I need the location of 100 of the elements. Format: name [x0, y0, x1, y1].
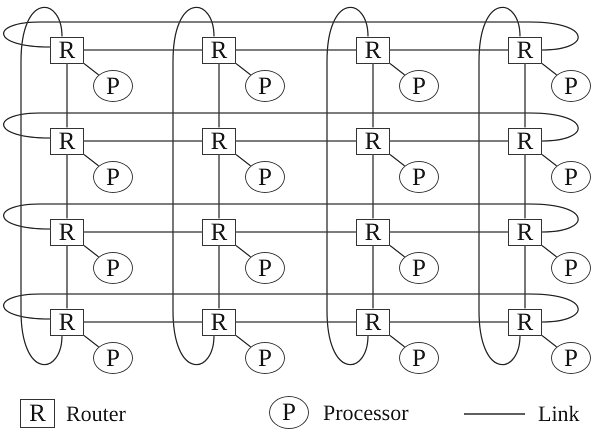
link-line — [524, 64, 526, 128]
processor-circle — [245, 161, 285, 193]
link-line — [390, 140, 508, 142]
router-label: R — [58, 310, 76, 334]
processor-link — [236, 154, 251, 166]
link-line — [372, 64, 374, 128]
router-label: R — [58, 220, 76, 244]
wraparound-link — [478, 7, 521, 365]
link-line — [372, 154, 374, 218]
link-line — [390, 321, 508, 323]
link-line — [66, 154, 68, 218]
router-box — [508, 218, 542, 246]
link-line — [84, 231, 202, 233]
processor-link — [236, 334, 251, 348]
processor-link — [390, 154, 405, 166]
processor-link — [84, 154, 99, 166]
link-line — [66, 64, 68, 128]
processor-link — [542, 244, 557, 258]
link-line — [236, 231, 356, 233]
router-box — [50, 308, 84, 336]
processor-label: P — [106, 346, 120, 370]
router-box — [50, 36, 84, 64]
router-box — [202, 308, 236, 336]
router-label: R — [364, 310, 382, 334]
processor-label: P — [258, 256, 272, 280]
router-label: R — [516, 220, 534, 244]
router-label: R — [364, 128, 382, 154]
link-line — [524, 154, 526, 218]
link-line — [524, 246, 526, 308]
router-label: R — [210, 128, 228, 154]
processor-circle — [245, 342, 285, 374]
processor-link — [390, 62, 405, 76]
processor-label: P — [258, 74, 272, 98]
processor-label: P — [412, 256, 426, 280]
legend-label: Processor — [323, 402, 409, 424]
processor-label: P — [412, 74, 426, 98]
processor-label: P — [106, 74, 120, 98]
processor-circle — [93, 342, 133, 374]
processor-link — [84, 244, 99, 258]
processor-label: P — [564, 164, 578, 190]
wraparound-link — [20, 7, 63, 365]
link-line — [236, 49, 356, 51]
wraparound-link — [3, 21, 578, 51]
processor-circle — [245, 70, 285, 102]
link-line — [236, 321, 356, 323]
router-label: R — [364, 220, 382, 244]
processor-circle — [93, 70, 133, 102]
link-line — [84, 49, 202, 51]
router-box — [202, 36, 236, 64]
link-line — [218, 64, 220, 128]
router-label: R — [58, 38, 76, 62]
wraparound-link — [326, 7, 369, 365]
processor-link — [542, 334, 557, 348]
router-label: R — [516, 128, 534, 154]
wraparound-link — [172, 7, 215, 365]
wraparound-link — [3, 293, 578, 323]
legend-label: Router — [66, 402, 126, 424]
router-label: R — [516, 310, 534, 334]
legend-label: Link — [538, 403, 580, 425]
processor-circle — [245, 252, 285, 284]
link-line — [236, 140, 356, 142]
router-box — [508, 308, 542, 336]
router-label: R — [210, 220, 228, 244]
link-line — [66, 246, 68, 308]
link-line — [390, 49, 508, 51]
router-label: R — [516, 38, 534, 62]
processor-circle — [93, 252, 133, 284]
processor-circle — [399, 252, 439, 284]
router-label: R — [58, 128, 76, 154]
processor-circle — [399, 70, 439, 102]
processor-link — [390, 334, 405, 348]
router-box — [508, 128, 542, 154]
router-box — [508, 36, 542, 64]
processor-circle — [551, 70, 591, 102]
wraparound-link — [3, 112, 578, 142]
processor-circle — [551, 342, 591, 374]
legend-router-symbol: R — [20, 399, 55, 428]
processor-link — [84, 334, 99, 348]
link-line — [218, 246, 220, 308]
link-line — [372, 246, 374, 308]
processor-circle — [399, 342, 439, 374]
processor-label: P — [106, 164, 120, 190]
router-box — [50, 218, 84, 246]
link-line — [390, 231, 508, 233]
link-line — [218, 154, 220, 218]
processor-label: P — [258, 346, 272, 370]
processor-circle — [551, 252, 591, 284]
router-label: R — [210, 310, 228, 334]
processor-link — [390, 244, 405, 258]
router-box — [50, 128, 84, 154]
processor-label: P — [564, 346, 578, 370]
link-line — [84, 140, 202, 142]
legend-processor-symbol: P — [269, 396, 309, 429]
router-box — [202, 128, 236, 154]
processor-label: P — [564, 256, 578, 280]
processor-label: P — [564, 74, 578, 98]
processor-label: P — [106, 256, 120, 280]
processor-label: P — [412, 164, 426, 190]
router-box — [356, 308, 390, 336]
router-box — [356, 36, 390, 64]
